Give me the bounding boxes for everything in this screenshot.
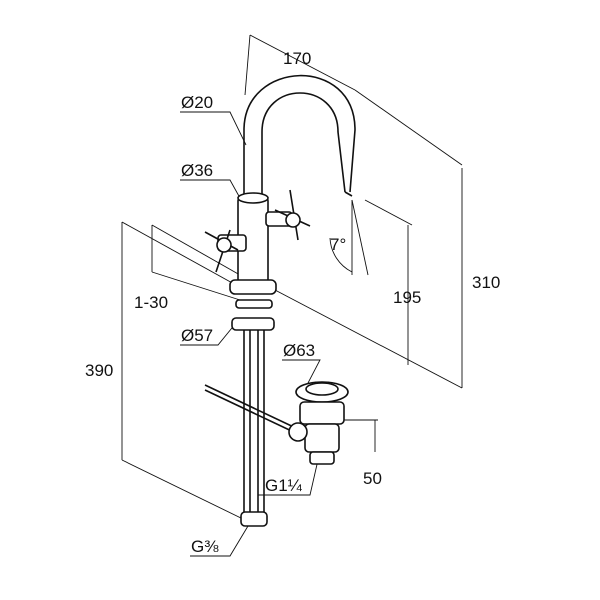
label-body-diameter: Ø36 bbox=[181, 161, 213, 180]
cross-handle-left bbox=[204, 229, 247, 273]
dimension-labels: 170 7° Ø20 Ø36 195 310 1-30 Ø57 390 Ø63 … bbox=[85, 49, 500, 556]
base-rings bbox=[229, 279, 277, 331]
label-drain-thread: G1¼ bbox=[265, 476, 303, 495]
dimension-lines bbox=[121, 34, 463, 521]
leader-lines bbox=[180, 111, 321, 557]
label-drain-diameter: Ø63 bbox=[283, 341, 315, 360]
label-spout-reach: 170 bbox=[283, 49, 311, 68]
label-drain-height: 50 bbox=[363, 469, 382, 488]
label-spout-diameter: Ø20 bbox=[181, 93, 213, 112]
label-supply-thread: G⅜ bbox=[191, 537, 219, 556]
faucet-body bbox=[237, 192, 269, 286]
label-outlet-height: 195 bbox=[393, 288, 421, 307]
popup-rod bbox=[204, 384, 301, 436]
label-deck-thickness: 1-30 bbox=[134, 293, 168, 312]
label-spout-angle: 7° bbox=[330, 235, 346, 254]
label-hose-length: 390 bbox=[85, 361, 113, 380]
label-base-diameter: Ø57 bbox=[181, 326, 213, 345]
supply-hoses bbox=[240, 330, 268, 527]
spout bbox=[243, 74, 356, 198]
label-total-height: 310 bbox=[472, 273, 500, 292]
drain-popup bbox=[288, 381, 349, 465]
cross-handle-right bbox=[265, 189, 311, 241]
